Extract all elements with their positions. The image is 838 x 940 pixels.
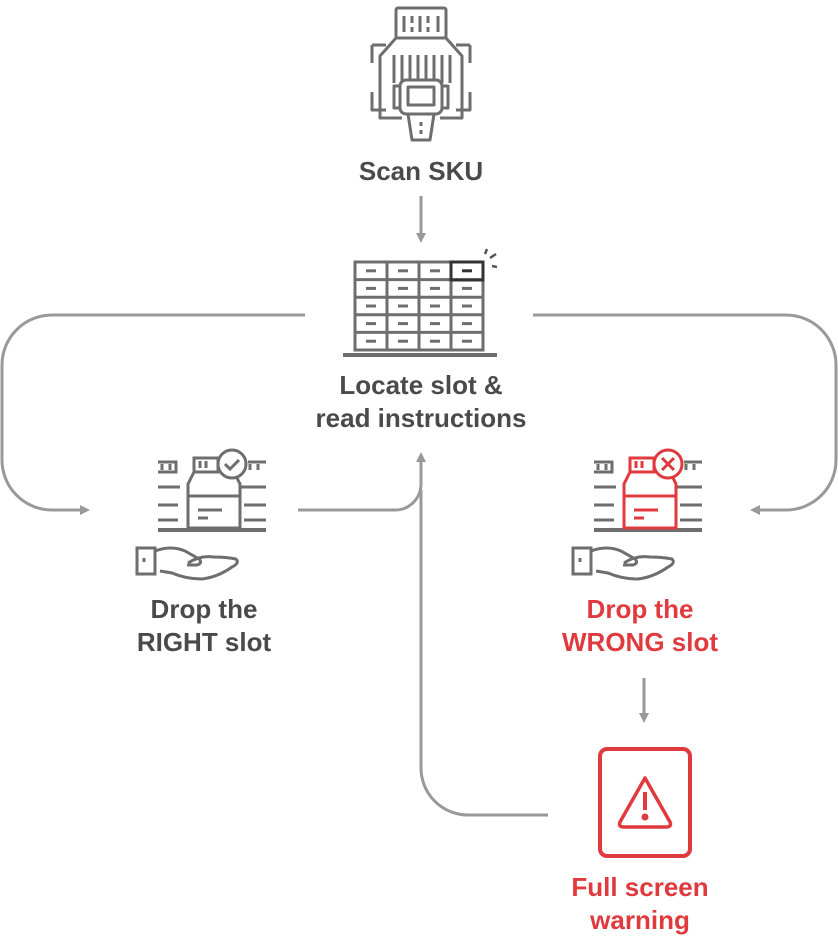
label-line: RIGHT slot — [136, 627, 272, 657]
node-label-right: Drop the RIGHT slot — [137, 593, 271, 659]
label-line: Drop the — [586, 594, 694, 624]
label-line: Locate slot & — [339, 370, 503, 400]
edge-right-to-locate — [298, 452, 426, 512]
node-label-wrong: Drop the WRONG slot — [562, 593, 718, 659]
label-line: Scan SKU — [358, 156, 484, 186]
barcode-scanner-icon — [370, 6, 472, 142]
node-label-locate: Locate slot & read instructions — [316, 369, 527, 435]
node-label-scan: Scan SKU — [359, 155, 483, 188]
edge-warning-to-locate — [419, 490, 548, 817]
label-line: Drop the — [150, 594, 258, 624]
edge-locate-to-wrong — [533, 313, 838, 515]
edge-locate-to-right — [0, 313, 305, 515]
cross-icon — [660, 456, 676, 472]
node-label-warning: Full screen warning — [571, 871, 708, 937]
drop-right-slot-icon — [135, 448, 266, 581]
label-line: Full screen — [571, 872, 709, 902]
warning-screen-icon — [598, 747, 692, 858]
shelf-slots-icon — [343, 248, 498, 357]
check-icon — [223, 458, 241, 472]
drop-wrong-slot-icon — [571, 448, 702, 581]
label-line: read instructions — [315, 403, 527, 433]
label-line: WRONG slot — [562, 627, 718, 657]
label-line: warning — [590, 905, 690, 935]
